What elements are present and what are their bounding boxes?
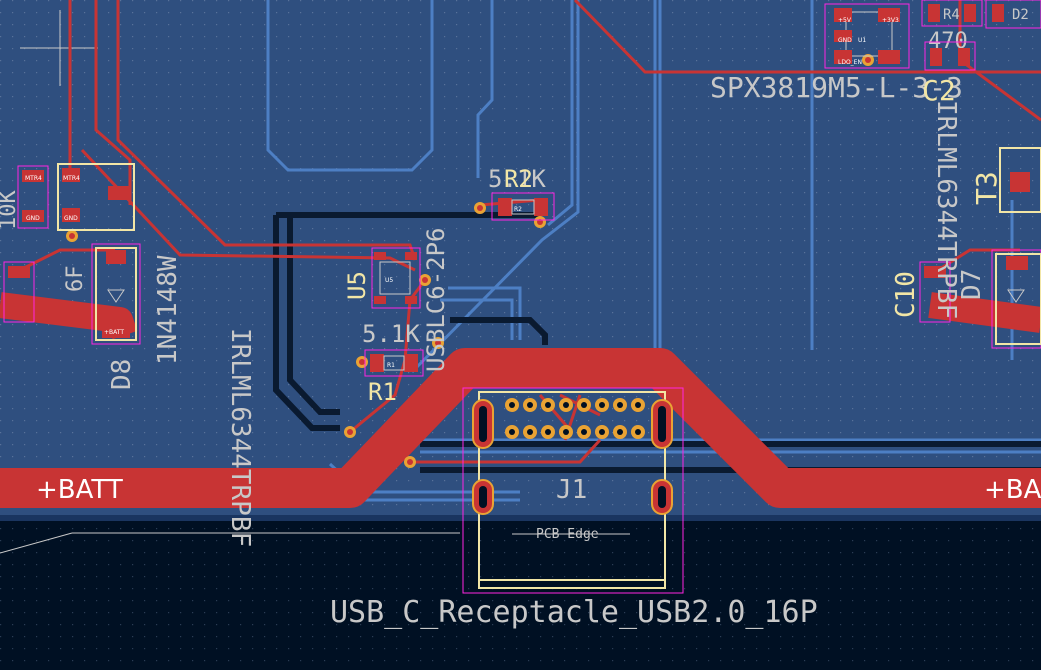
u1-pin-5v: +5V <box>838 17 852 24</box>
r1-pad-label: R1 <box>387 362 395 369</box>
q-right-value: IRLML6344TRPBF <box>931 100 961 319</box>
u1-pin-ldo-en: LDO_EN <box>838 59 862 66</box>
resistor-r1[interactable]: R1 <box>364 349 424 377</box>
u1-pin-3v3: +3V3 <box>882 17 899 24</box>
j1-ref: J1 <box>556 475 587 505</box>
capacitor-c2[interactable] <box>924 41 976 71</box>
r2-pad-label: R2 <box>514 206 522 213</box>
r1-ref: R1 <box>368 378 397 406</box>
capacitor-left[interactable] <box>3 261 35 323</box>
j1-value: USB_C_Receptacle_USB2.0_16P <box>330 595 818 630</box>
diode-d2[interactable]: D2 <box>985 0 1041 29</box>
d8-pin-batt: +BATT <box>104 329 124 336</box>
resistor-r2[interactable]: R2 <box>491 192 555 221</box>
u1-value: SPX3819M5-L-3-3 <box>710 71 963 104</box>
d7-ref: D7 <box>957 269 987 300</box>
u1-pad-label: U1 <box>858 37 866 44</box>
left-resistor-pin-gnd: GND <box>26 215 40 222</box>
regulator-u1[interactable]: +5V +3V3 GND LDO_EN U1 <box>824 3 910 69</box>
u5-ref: U5 <box>343 271 371 300</box>
mosfet-left[interactable]: MTR4 GND <box>57 163 135 231</box>
capacitor-c10[interactable] <box>919 261 951 323</box>
transistor-t3[interactable] <box>999 147 1041 213</box>
net-label-batt-left: +BATT <box>36 475 123 505</box>
t3-ref: T3 <box>970 171 1003 205</box>
pcb-edge-label: PCB Edge <box>536 527 599 542</box>
batt-trace-right[interactable] <box>928 292 1041 333</box>
c2-ref: C2 <box>922 74 956 107</box>
u5-value: USBLC6-2P6 <box>422 228 450 373</box>
resistor-r4[interactable]: R4 <box>921 0 983 27</box>
r4-ref: R4 <box>943 7 960 23</box>
r2-ref: R2 <box>504 165 533 193</box>
diode-d7[interactable] <box>991 249 1041 349</box>
c10-ref: C10 <box>891 271 921 318</box>
esd-protector-u5[interactable]: U5 <box>371 247 421 309</box>
misc-6f: 6F <box>63 266 88 293</box>
batt-power-trace[interactable] <box>0 348 1041 508</box>
misc-10k: 10K <box>0 190 21 230</box>
diode-d8[interactable]: +BATT <box>91 243 141 345</box>
q-left-pin-gnd: GND <box>64 215 78 222</box>
d8-value: 1N4148W <box>153 255 183 365</box>
d2-ref: D2 <box>1012 7 1029 23</box>
q-left-value: IRLML6344TRPBF <box>225 328 255 547</box>
resistor-left[interactable]: MTR4 GND <box>17 165 49 229</box>
edge-mark <box>0 532 73 554</box>
r1-value: 5.1K <box>362 320 420 348</box>
crosshair-cursor <box>20 10 98 86</box>
d8-ref: D8 <box>107 359 137 390</box>
usb-c-connector-j1[interactable]: J1 PCB Edge <box>462 387 684 594</box>
left-resistor-pin-mtr4: MTR4 <box>25 175 42 182</box>
q-left-pin-mtr4: MTR4 <box>63 175 80 182</box>
net-label-batt-right: +BA <box>984 475 1041 505</box>
r2-value: 5.1K <box>488 165 546 193</box>
u1-pin-gnd: GND <box>838 37 852 44</box>
u5-pad-label: U5 <box>385 277 393 284</box>
